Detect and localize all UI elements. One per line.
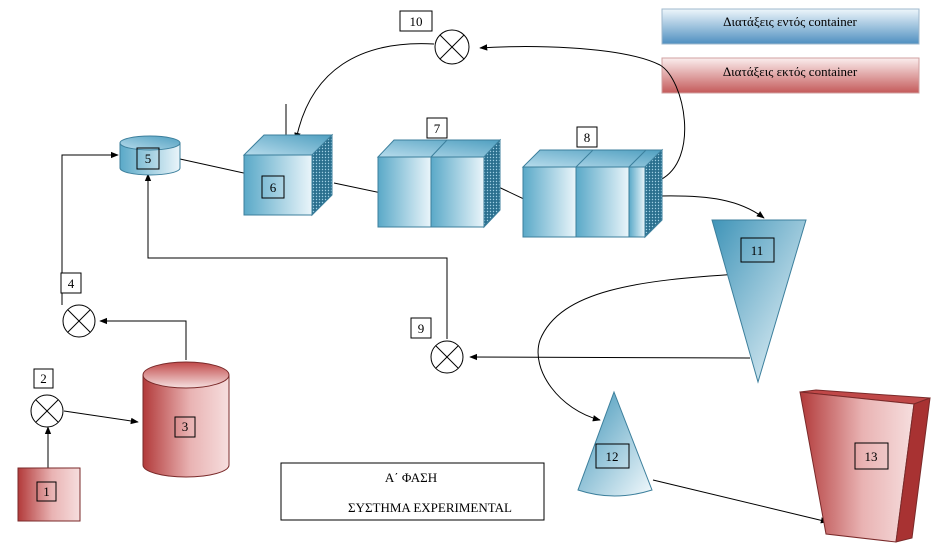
valve-2: 2 [30,368,64,428]
label-10: 10 [410,14,423,29]
unit-11: 11 [711,219,807,384]
label-3: 3 [182,419,189,434]
legend-inside: Διατάξεις εντός container [661,8,920,45]
valve-4: 4 [60,272,96,338]
legend-inside-label: Διατάξεις εντός container [723,14,857,29]
label-5: 5 [145,151,152,166]
legend-outside: Διατάξεις εκτός container [661,57,920,94]
label-13: 13 [865,449,878,464]
unit-6: 6 [242,133,334,217]
unit-8: 8 [521,126,664,239]
label-9: 9 [418,321,425,336]
label-7: 7 [434,121,441,136]
valve-10: 10 [399,10,470,65]
unit-12: 12 [577,390,653,497]
unit-7: 7 [376,117,502,229]
label-8: 8 [584,130,591,145]
label-4: 4 [68,276,75,291]
legend-outside-label: Διατάξεις εκτός container [723,64,858,79]
title-phase: Α΄ ΦΑΣΗ [385,470,437,485]
label-12: 12 [606,449,619,464]
unit-13: 13 [799,389,931,543]
tank-3: 3 [142,361,230,478]
valve-9: 9 [410,317,464,374]
unit-5: 5 [119,135,181,176]
title-box: Α΄ ΦΑΣΗ ΣΥΣΤΗΜΑ EXPERIMENTAL [280,462,545,521]
label-11: 11 [751,243,764,258]
label-6: 6 [270,180,277,195]
title-system: ΣΥΣΤΗΜΑ EXPERIMENTAL [348,500,512,515]
label-2: 2 [40,371,47,386]
unit-1: 1 [17,467,81,522]
label-1: 1 [43,484,50,499]
